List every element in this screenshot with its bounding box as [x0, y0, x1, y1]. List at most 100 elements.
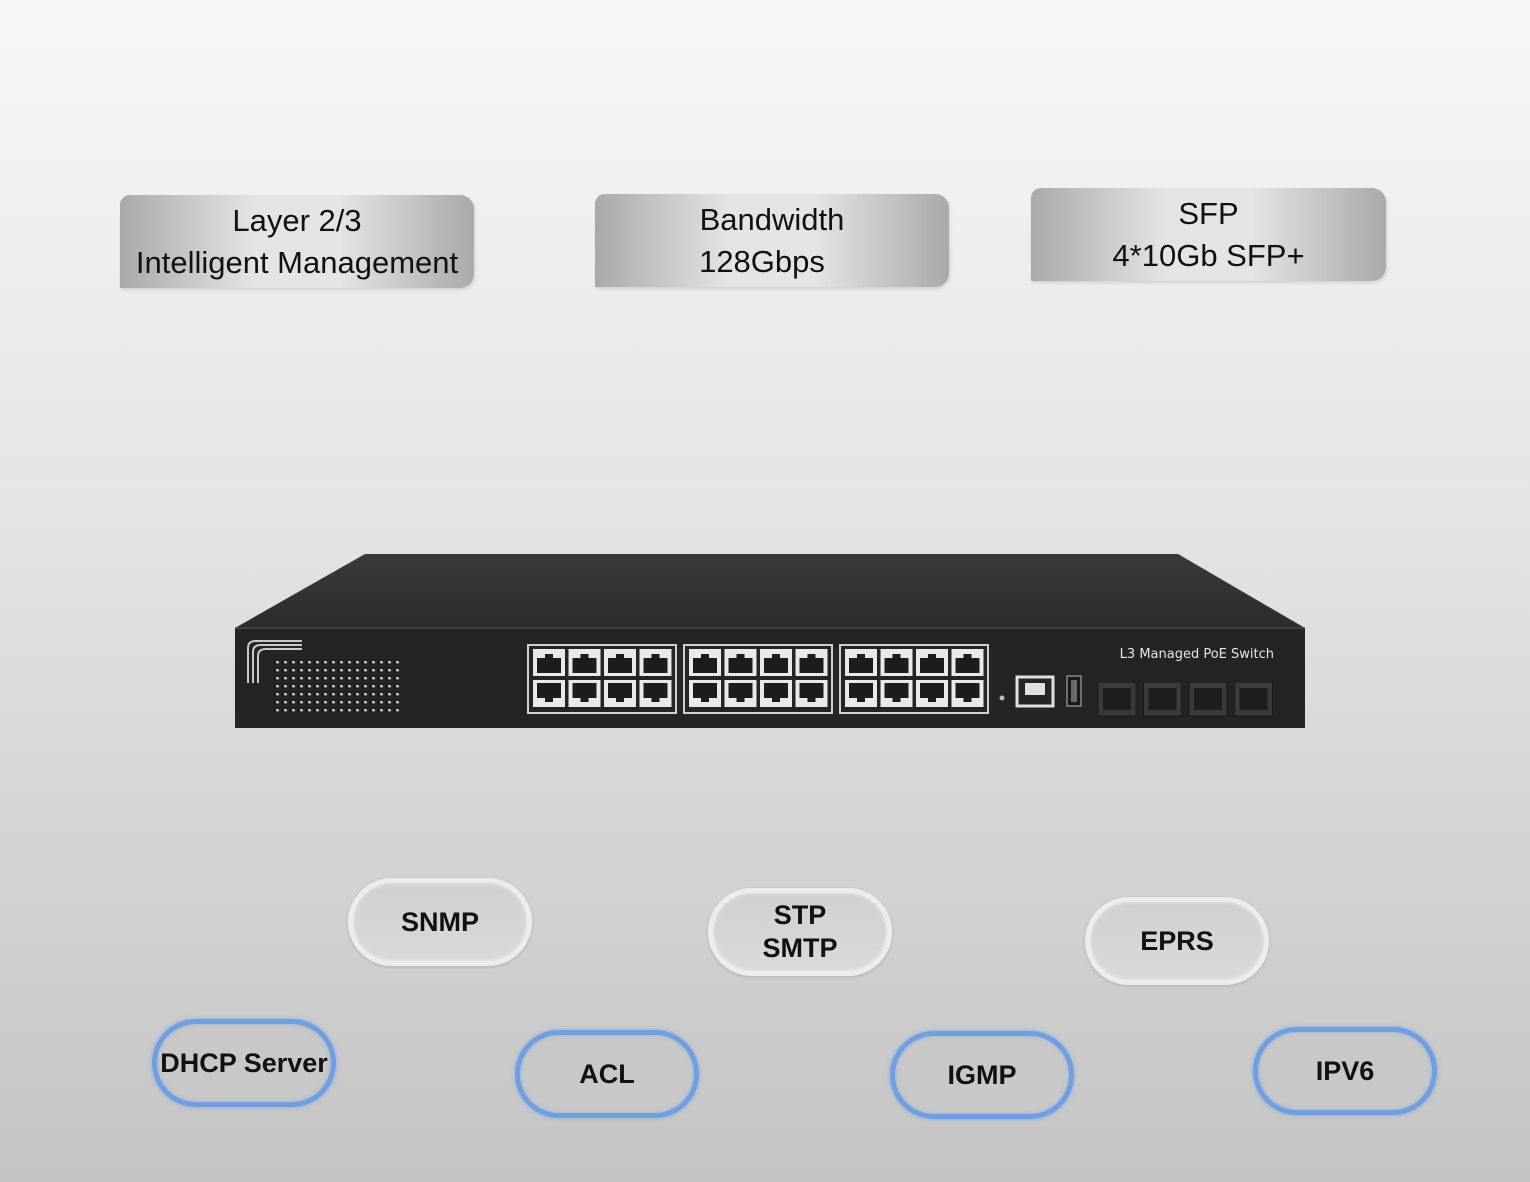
status-led: [388, 677, 391, 680]
status-led-grid: [276, 661, 399, 712]
rj45-port-latch: [580, 698, 589, 702]
spec-sfp-title: SFP: [1178, 195, 1239, 231]
status-led: [300, 693, 303, 696]
rj45-port-latch: [701, 654, 709, 658]
rj45-port-opening: [572, 658, 597, 673]
status-led: [292, 661, 295, 664]
status-led: [284, 685, 287, 688]
status-led: [276, 693, 279, 696]
rj45-port-latch: [701, 698, 709, 702]
feature-igmp: IGMP: [890, 1031, 1074, 1119]
feature-snmp: SNMP: [348, 878, 532, 966]
sfp-port-slot: [1103, 688, 1131, 710]
status-led: [340, 701, 343, 704]
status-led: [340, 669, 343, 672]
status-led: [356, 709, 359, 712]
status-led: [380, 677, 383, 680]
status-led: [316, 677, 319, 680]
feature-stp-smtp: STP SMTP: [708, 888, 892, 976]
rj45-port-opening: [693, 658, 717, 673]
feature-dhcp-label: DHCP Server: [160, 1047, 328, 1078]
status-led: [308, 669, 311, 672]
rj45-port-latch: [736, 698, 745, 702]
status-led: [388, 709, 391, 712]
spec-bandwidth-title: Bandwidth: [699, 201, 845, 237]
rj45-port-opening: [955, 683, 980, 698]
status-led: [372, 709, 375, 712]
status-led: [276, 709, 279, 712]
rj45-port-latch: [807, 698, 816, 702]
status-led: [284, 669, 287, 672]
rj45-port-opening: [728, 658, 753, 673]
status-led: [300, 661, 303, 664]
rj45-port-opening: [884, 658, 909, 673]
rj45-port-latch: [545, 698, 553, 702]
status-led: [292, 701, 295, 704]
spec-sfp-value: 4*10Gb SFP+: [1112, 237, 1305, 273]
status-led: [332, 693, 335, 696]
spec-bandwidth-value: 128Gbps: [699, 243, 825, 279]
status-led: [292, 677, 295, 680]
status-led: [276, 701, 279, 704]
status-led: [300, 709, 303, 712]
rj45-port-latch: [807, 654, 816, 658]
rj45-port-opening: [643, 658, 668, 673]
status-led: [388, 693, 391, 696]
rj45-port-opening: [572, 683, 597, 698]
status-led: [340, 685, 343, 688]
spec-card-layer: Layer 2/3 Intelligent Management: [120, 195, 474, 288]
status-led: [308, 685, 311, 688]
rj45-port-latch: [857, 698, 865, 702]
sfp-port-slot: [1194, 688, 1222, 710]
status-led: [284, 701, 287, 704]
status-led: [284, 677, 287, 680]
rj45-port-opening: [693, 683, 717, 698]
rj45-port-opening: [955, 658, 980, 673]
rj45-port-opening: [537, 683, 561, 698]
status-led: [388, 685, 391, 688]
status-led: [348, 693, 351, 696]
status-led: [324, 669, 327, 672]
status-led: [324, 661, 327, 664]
status-led: [340, 709, 343, 712]
status-led: [348, 669, 351, 672]
status-led: [332, 701, 335, 704]
status-led: [372, 701, 375, 704]
status-led: [276, 685, 279, 688]
rj45-port-opening: [764, 658, 788, 673]
rj45-block-frame: [527, 644, 677, 714]
status-led: [292, 709, 295, 712]
status-led: [324, 693, 327, 696]
status-led: [388, 701, 391, 704]
status-led: [364, 709, 367, 712]
status-led: [380, 661, 383, 664]
rj45-port-opening: [799, 658, 824, 673]
status-led: [356, 661, 359, 664]
status-led: [380, 693, 383, 696]
status-led: [332, 685, 335, 688]
status-led: [380, 669, 383, 672]
status-led: [364, 661, 367, 664]
status-led: [316, 709, 319, 712]
rj45-port-latch: [651, 654, 660, 658]
status-led: [396, 669, 399, 672]
feature-stp-label: STP: [773, 900, 827, 930]
status-led: [372, 677, 375, 680]
status-led: [332, 669, 335, 672]
brand-lines: [247, 640, 302, 683]
spec-layer-value: Intelligent Management: [135, 244, 459, 280]
status-led: [388, 669, 391, 672]
status-led: [316, 693, 319, 696]
status-led: [300, 685, 303, 688]
status-led: [372, 661, 375, 664]
rj45-port-opening: [849, 658, 873, 673]
status-led: [276, 677, 279, 680]
rj45-block-frame: [683, 644, 833, 714]
status-led: [388, 661, 391, 664]
rj45-port-latch: [580, 654, 589, 658]
rj45-port-latch: [928, 698, 936, 702]
status-led: [316, 685, 319, 688]
status-led: [316, 701, 319, 704]
rj45-port-latch: [651, 698, 660, 702]
sfp-port-slot: [1239, 688, 1268, 710]
